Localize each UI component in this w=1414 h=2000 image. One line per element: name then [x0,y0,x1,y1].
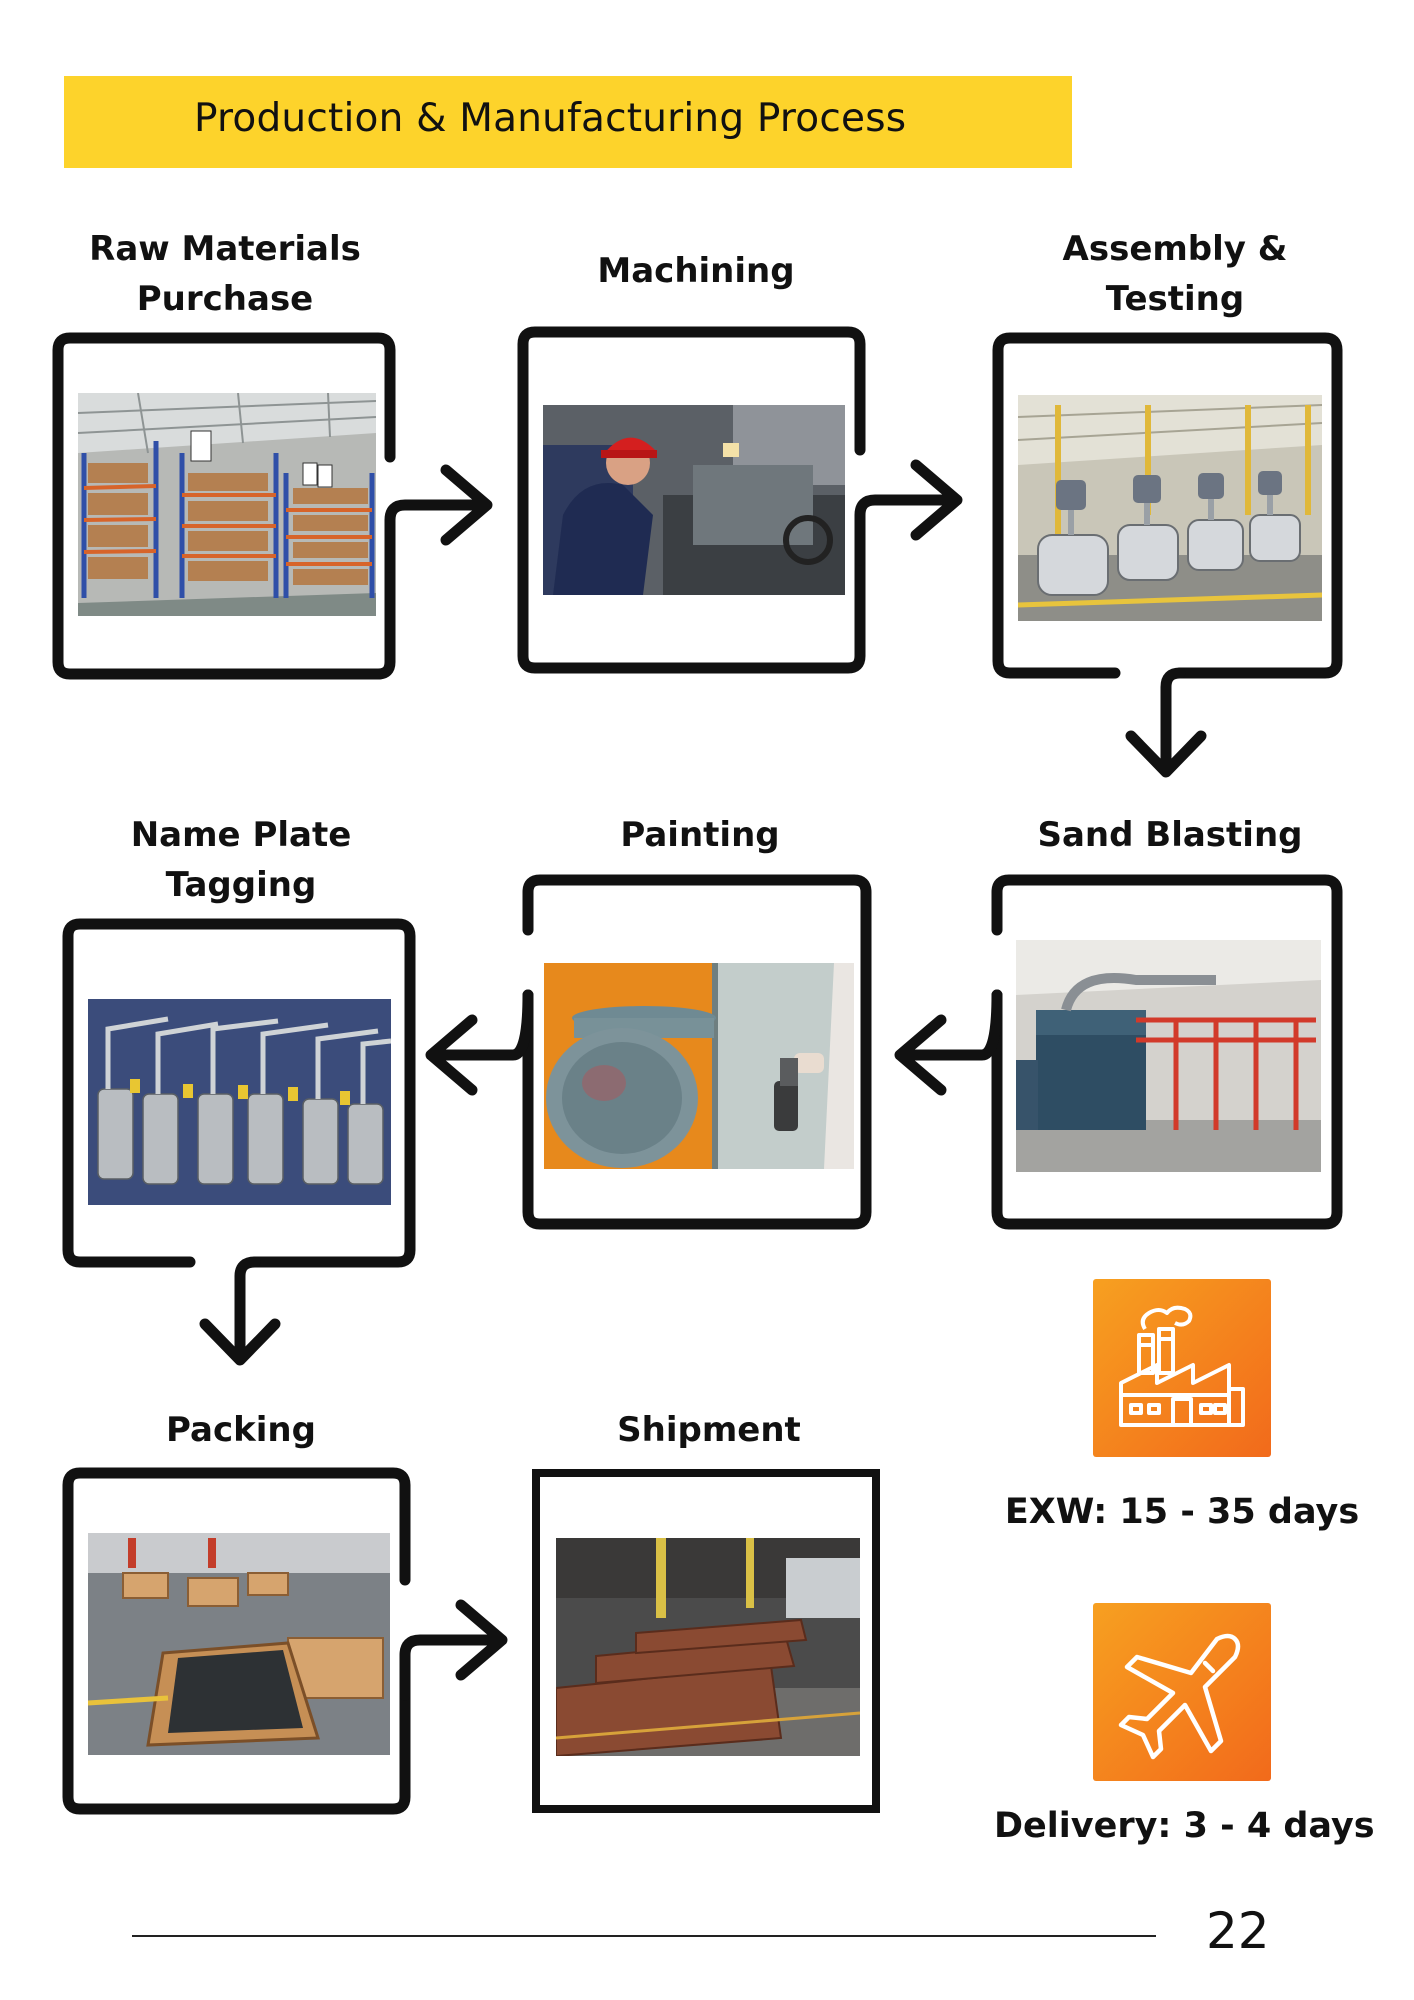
raw-materials-photo [78,393,376,616]
step-label-sand-blasting: Sand Blasting [1037,815,1303,855]
frame-shipment [532,1469,880,1813]
name-plate-tagging-photo [88,999,391,1205]
shipment-photo [556,1538,860,1756]
factory-icon [1093,1279,1271,1457]
step-label-packing: Packing [166,1410,316,1450]
painting-photo [544,963,854,1169]
airplane-icon [1093,1603,1271,1781]
arrow-left-2 [425,989,534,1096]
frame-raw-materials [52,332,396,680]
page-title: Production & Manufacturing Process [194,96,907,141]
frame-painting [522,874,872,1230]
frame-name-plate [62,918,416,1268]
assembly-testing-photo [1018,395,1322,621]
sand-blasting-photo [1016,940,1321,1172]
step-label-assembly-testing: Assembly &Testing [1062,229,1288,319]
page-number: 22 [1206,1902,1270,1960]
arrow-right-1 [384,464,493,573]
arrow-down-1 [1125,667,1207,778]
exw-lead-time: EXW: 15 - 35 days [1004,1492,1360,1532]
step-label-shipment: Shipment [617,1410,801,1450]
frame-sand-blasting [991,874,1343,1230]
arrow-right-2 [854,459,963,566]
arrow-left-1 [894,989,1003,1096]
step-label-painting: Painting [620,815,780,855]
frame-packing [62,1467,411,1815]
arrow-right-3 [399,1599,508,1701]
machining-photo [543,405,845,595]
frame-machining [517,326,866,674]
delivery-lead-time: Delivery: 3 - 4 days [994,1806,1375,1846]
packing-photo [88,1533,390,1755]
footer-divider [132,1935,1156,1937]
step-label-machining: Machining [597,251,795,291]
arrow-down-2 [199,1256,281,1366]
frame-assembly-testing [992,332,1343,679]
title-banner: Production & Manufacturing Process [64,76,1072,168]
